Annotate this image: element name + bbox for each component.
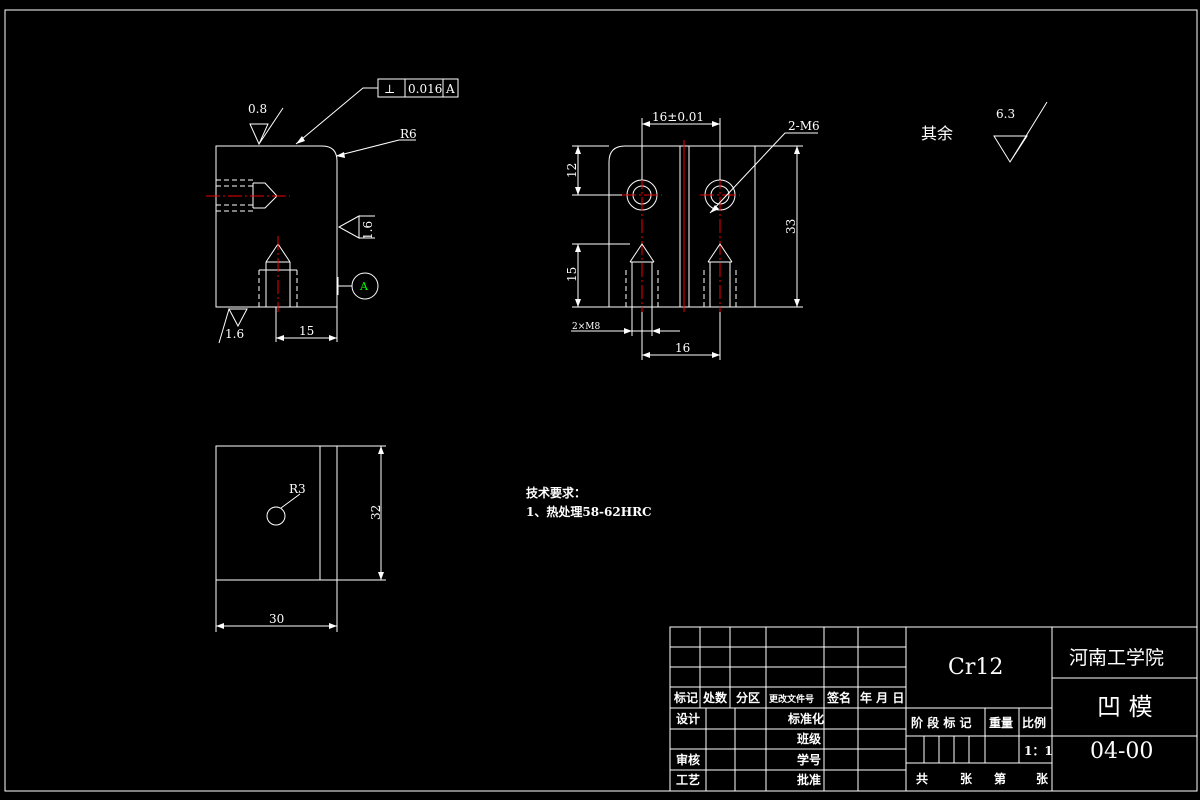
dim-33-text: 33 [784,219,798,234]
approve-label: 批准 [797,772,821,787]
gdt-datum: A [445,82,455,96]
r3-hole [266,506,286,526]
sheet-label: 张 [960,771,973,786]
gdt-symbol: ⊥ [384,82,395,96]
tech-item-1: 1、热处理58-62HRC [526,504,652,519]
gdt-leader [295,87,378,145]
view-front: 0.8 ⊥ 0.016 A R6 1.6 A 1.6 15 [206,78,459,344]
stage-label: 阶 段 标 记 [911,715,972,730]
gdt-value: 0.016 [408,82,442,96]
note-2xm8: 2×M8 [572,322,600,332]
school-name: 河南工学院 [1069,647,1164,669]
header-label: 分区 [736,690,760,705]
material-text: Cr12 [948,655,1003,680]
dim-16-text: 16 [675,341,690,355]
header-label: 处数 [702,690,728,705]
side-outline [608,145,798,308]
sheet-label: 第 [994,771,1006,786]
arrowhead [642,121,720,127]
standardize-label: 标准化 [787,711,824,726]
part-name: 凹 模 [1097,693,1153,721]
header-label: 更改文件号 [769,693,814,705]
dim-15-side-text: 15 [565,267,579,282]
sheet-label: 张 [1036,771,1049,786]
design-label: 设计 [676,711,700,726]
review-label: 审核 [676,752,700,767]
title-block-frame [669,626,1198,792]
hole-tip [629,243,655,263]
header-label: 标记 [673,690,698,705]
roughness-top-text: 0.8 [248,102,267,116]
roughness-symbol [337,215,375,239]
dim-32-text: 32 [369,505,383,520]
view-top: R3 32 30 [215,445,386,632]
header-label: 年 月 日 [860,690,904,705]
view-side: 16±0.01 2-M6 12 15 33 2×M8 16 [565,110,820,360]
arrowhead [624,328,660,334]
front-outline [215,145,338,308]
tech-requirements: 技术要求： 1、热处理58-62HRC [526,485,652,519]
dim-12-text: 12 [565,163,579,178]
drawing-number: 04-00 [1090,739,1153,764]
header-label: 签名 [826,690,851,705]
roughness-symbol [249,107,284,146]
m6-leader [709,132,818,214]
hole-tip [707,243,733,263]
thread-text: 2-M6 [788,119,820,133]
sheet-label: 共 [916,771,928,786]
datum-circle [351,272,379,300]
roughness-symbol [218,308,248,344]
dim-30-text: 30 [269,612,284,626]
roughness-other-value: 6.3 [996,107,1015,121]
datum-label: A [359,280,369,293]
tech-title: 技术要求： [526,485,586,500]
r3-text: R3 [289,482,306,496]
arrowhead [336,152,345,158]
roughness-right-text: 1.6 [361,221,375,240]
class-label: 班级 [797,731,821,746]
weight-label: 重量 [989,715,1013,730]
arrowhead [710,205,719,213]
process-label: 工艺 [676,772,700,787]
r3-leader [280,493,301,509]
scale-value: 1：1 [1024,744,1053,758]
r6-text: R6 [400,127,417,141]
roughness-symbol [993,101,1048,163]
title-block: 标记 处数 分区 更改文件号 签名 年 月 日 设计 标准化 班级 审核 学号 … [669,626,1198,792]
arrowhead [642,352,720,358]
dim-16-tol-text: 16±0.01 [652,110,704,124]
top-outline [215,445,338,581]
student-no-label: 学号 [797,752,821,767]
arrowhead [296,136,305,144]
drawing-border [4,9,1198,792]
scale-label: 比例 [1022,715,1046,730]
r6-leader [335,139,416,157]
roughness-other-label: 其余 [921,124,953,143]
roughness-bottom-text: 1.6 [225,327,244,341]
roughness-other: 其余 6.3 [921,101,1048,163]
dim-15-text: 15 [299,324,314,338]
